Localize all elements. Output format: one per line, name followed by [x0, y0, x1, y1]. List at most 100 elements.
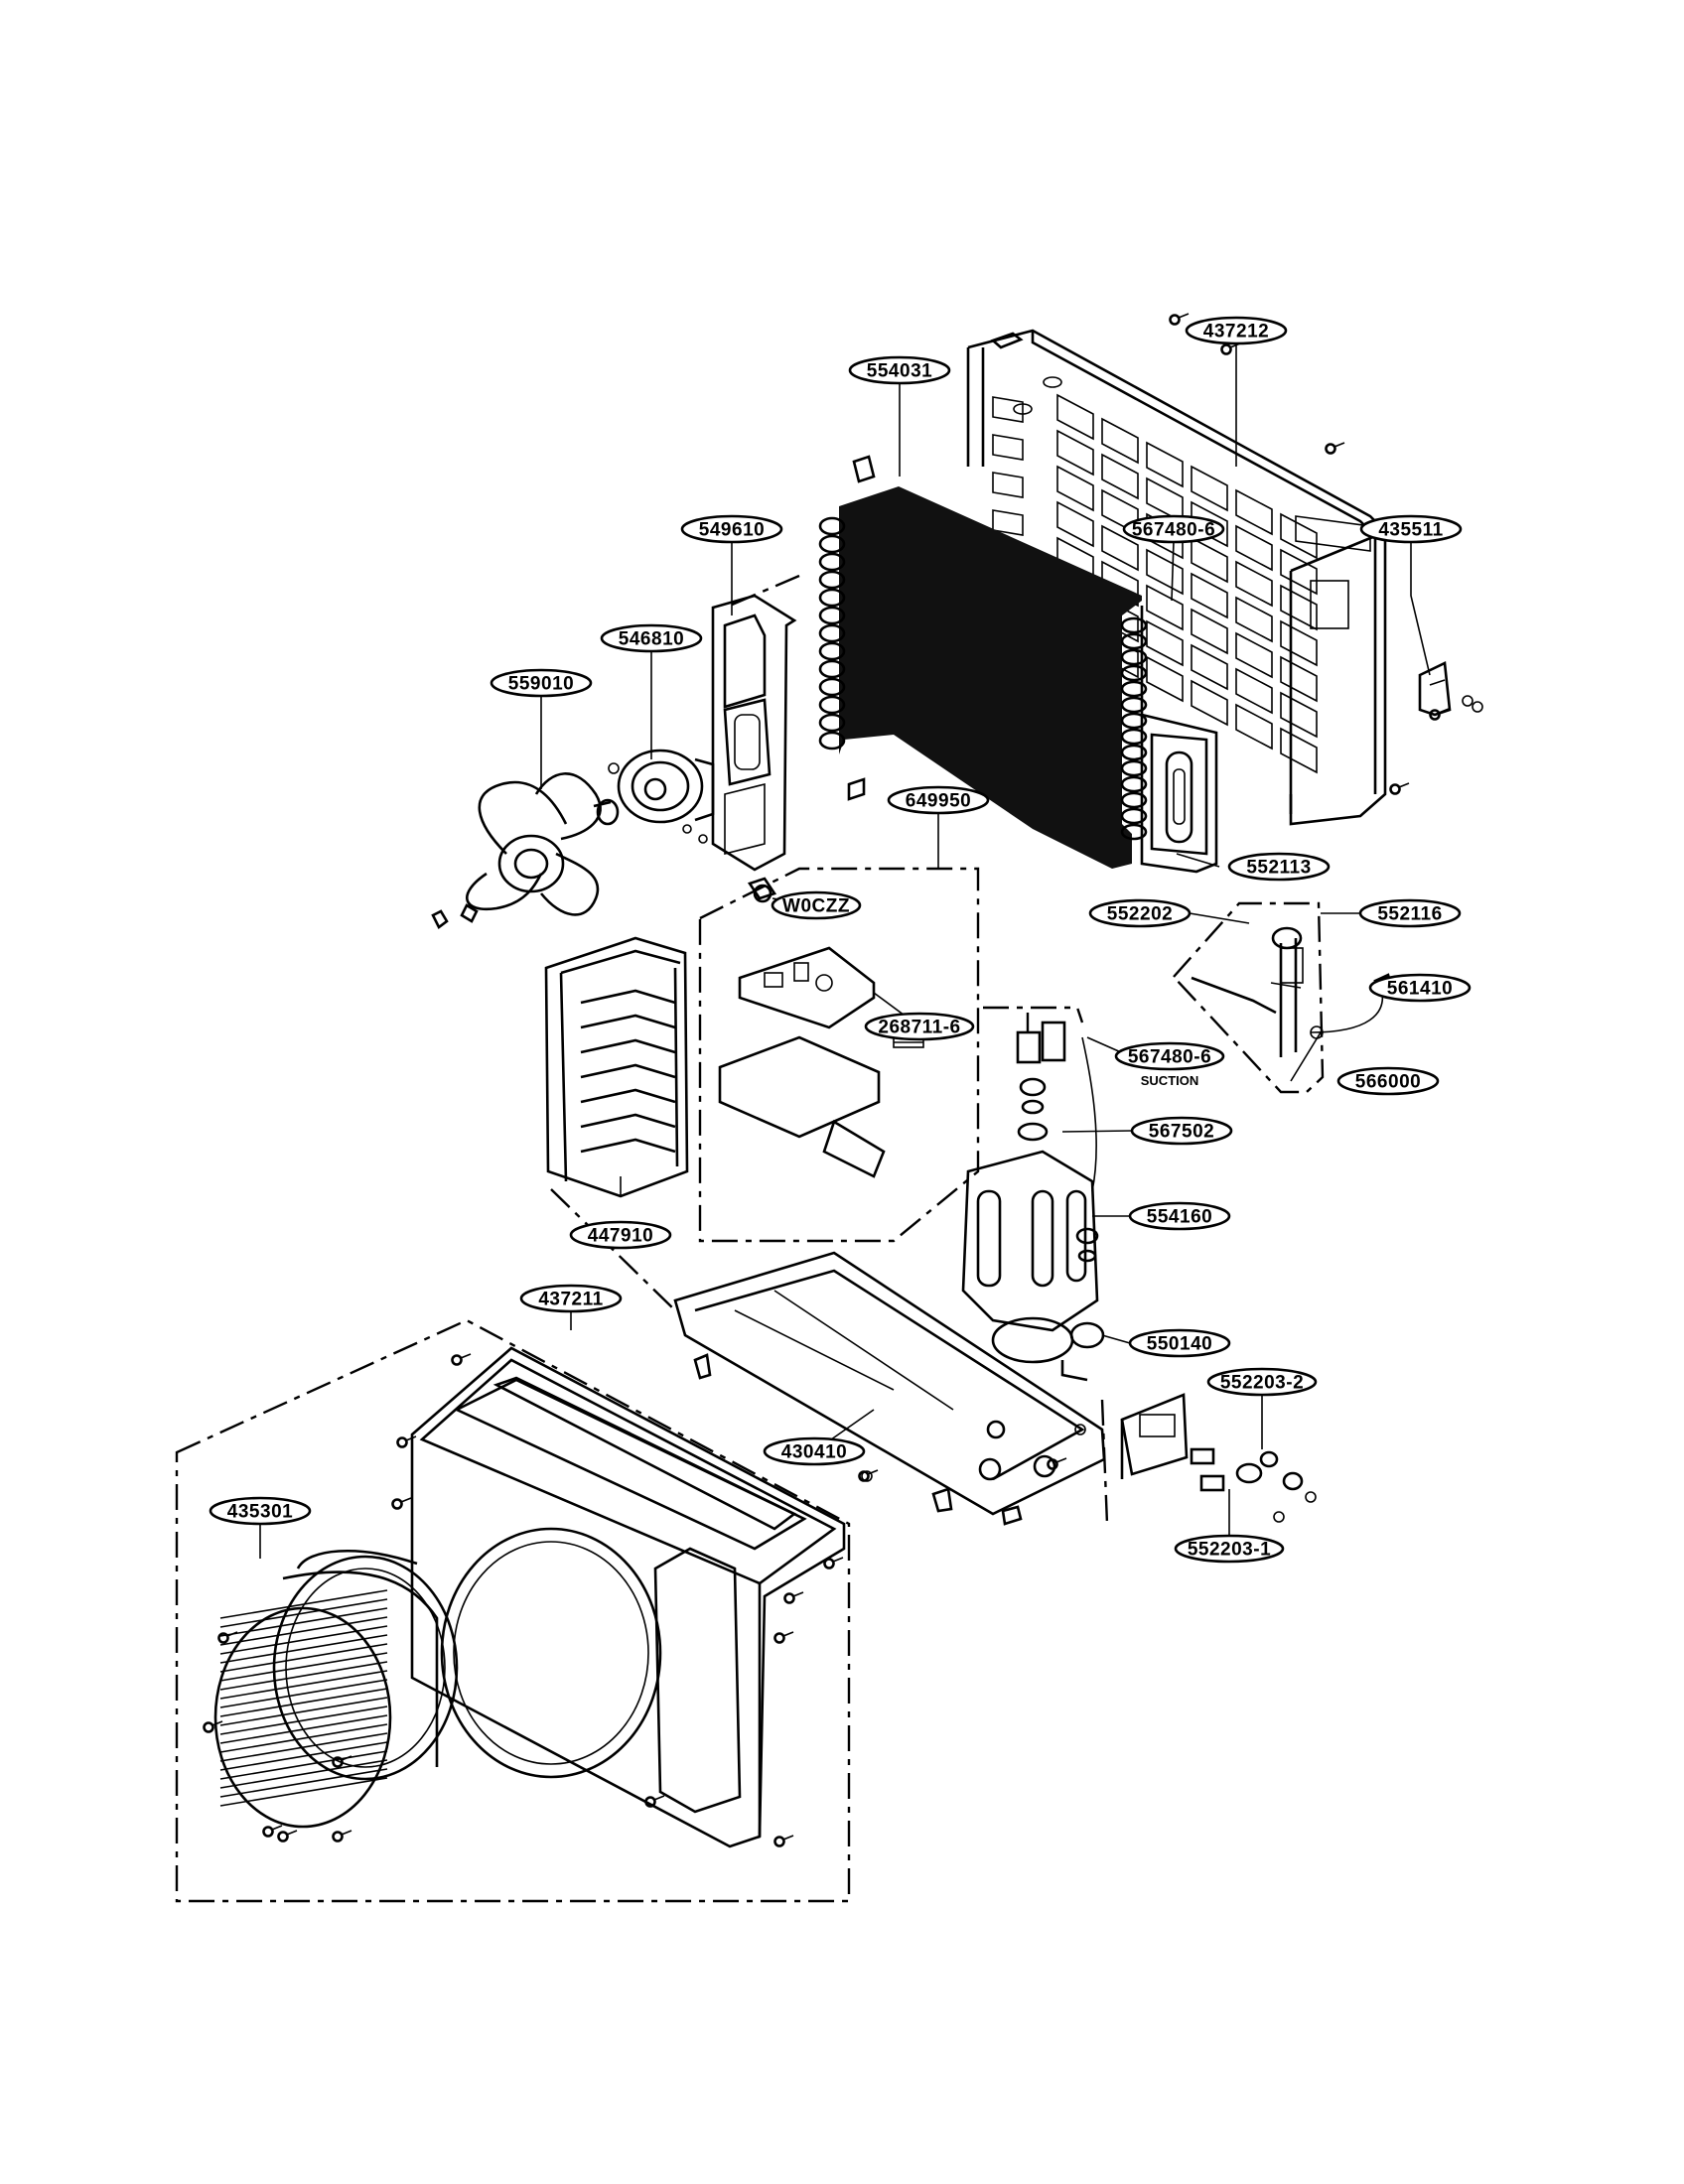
coil-hairpin — [1120, 664, 1148, 682]
part-label-p550140: 550140 — [1128, 1328, 1231, 1358]
louver-slot — [992, 396, 1024, 423]
screw — [396, 1436, 408, 1448]
part-label-p566000: 566000 — [1336, 1066, 1440, 1096]
part-label-p649950: 649950 — [887, 785, 990, 815]
screw-shank — [405, 1435, 417, 1441]
louver-slot — [1235, 488, 1273, 536]
grille-bar — [219, 1652, 388, 1682]
coil-hairpin — [818, 677, 846, 697]
screws — [203, 313, 1450, 1847]
screw — [262, 1826, 274, 1838]
barrier-rib — [580, 1063, 676, 1079]
louver-slot — [1235, 667, 1273, 715]
louver-slot — [1235, 560, 1273, 608]
screw — [203, 1721, 214, 1733]
screw-shank — [460, 1353, 472, 1359]
coil-hairpin — [1120, 807, 1148, 825]
coil-hairpin — [1120, 632, 1148, 650]
part-number: 559010 — [508, 674, 574, 695]
louver-slot — [1146, 655, 1184, 703]
louver-slot — [1280, 512, 1318, 560]
screw — [1429, 709, 1441, 721]
part-label-outline — [1359, 514, 1463, 544]
side-bracket — [1418, 661, 1483, 717]
louver-slot — [1280, 727, 1318, 774]
screw-shank — [226, 1631, 238, 1637]
part-label-outline — [864, 1012, 975, 1041]
service-valve-bracket — [1120, 1393, 1317, 1523]
grille-bar — [219, 1706, 388, 1735]
louver-slot — [992, 434, 1024, 461]
coil-hairpin — [1120, 648, 1148, 666]
screw-shank — [782, 1835, 794, 1841]
barrier-rib — [580, 1138, 676, 1154]
louver-slot — [1056, 429, 1094, 477]
screw-shank — [341, 1830, 352, 1836]
screw-shank — [1178, 313, 1190, 319]
dashed-guide-lines — [550, 574, 1109, 1525]
grille-bar — [219, 1741, 388, 1771]
part-number: 550140 — [1147, 1334, 1212, 1355]
screw-shank — [1333, 442, 1345, 448]
louver-slot — [1235, 596, 1273, 643]
coil-hairpin — [818, 534, 846, 554]
part-number: W0CZZ — [782, 896, 850, 917]
screw-shank — [1398, 782, 1410, 788]
screw — [823, 1558, 835, 1570]
part-label-outline — [600, 623, 703, 653]
part-label-p567502: 567502 — [1130, 1116, 1233, 1146]
louver-slot — [1146, 584, 1184, 631]
coil-hairpin — [1120, 616, 1148, 634]
part-label-outline — [1368, 973, 1472, 1003]
part-label-p559010: 559010 — [490, 668, 593, 698]
part-label-outline — [1088, 898, 1192, 928]
part-label-outline — [1114, 1041, 1225, 1071]
screw — [858, 1470, 870, 1482]
part-label-outline — [680, 514, 783, 544]
screw — [1047, 1458, 1058, 1470]
fan-grille — [213, 1549, 459, 1829]
part-number: 447910 — [588, 1226, 653, 1247]
front-panel — [175, 1318, 851, 1903]
part-number: 549610 — [699, 520, 765, 541]
louver-slot — [1101, 453, 1139, 500]
part-label-outline — [1122, 514, 1225, 544]
coil-hairpin — [818, 588, 846, 608]
screw — [332, 1831, 344, 1843]
part-label-outline — [1128, 1328, 1231, 1358]
grille-bar — [219, 1697, 388, 1726]
compressor — [961, 1021, 1105, 1382]
screw-shank — [400, 1497, 412, 1503]
part-label-p554160: 554160 — [1128, 1201, 1231, 1231]
part-number: 437211 — [538, 1290, 603, 1310]
part-label-outline — [887, 785, 990, 815]
louver-slot — [1280, 584, 1318, 631]
screw — [332, 1756, 344, 1768]
grille-bar — [219, 1625, 388, 1655]
condenser-coil — [818, 455, 1218, 874]
part-label-p430410: 430410 — [763, 1436, 866, 1466]
screw — [1169, 314, 1181, 326]
coil-hairpin — [818, 623, 846, 643]
part-label-outline — [1174, 1534, 1285, 1564]
louver-slot — [1101, 417, 1139, 465]
screw-shank — [653, 1795, 665, 1801]
screw-shank — [286, 1830, 298, 1836]
part-number: 567502 — [1149, 1122, 1214, 1143]
louver-slot — [1146, 548, 1184, 596]
part-label-p549610: 549610 — [680, 514, 783, 544]
coil-hairpin — [1120, 744, 1148, 761]
barrier-panel — [544, 936, 689, 1198]
part-label-p437211: 437211 — [519, 1284, 623, 1313]
part-label-outline — [519, 1284, 623, 1313]
louver-slot — [992, 509, 1024, 536]
louver-slot — [1280, 691, 1318, 739]
part-label-p552116: 552116 — [1358, 898, 1462, 928]
louver-slot — [1056, 393, 1094, 441]
louver-slot — [1146, 619, 1184, 667]
louver-slot — [1280, 619, 1318, 667]
louver-slot — [1191, 679, 1228, 727]
coil-hairpin — [1120, 791, 1148, 809]
coil-hairpin — [818, 731, 846, 751]
pipe-detail-group — [1172, 901, 1394, 1094]
